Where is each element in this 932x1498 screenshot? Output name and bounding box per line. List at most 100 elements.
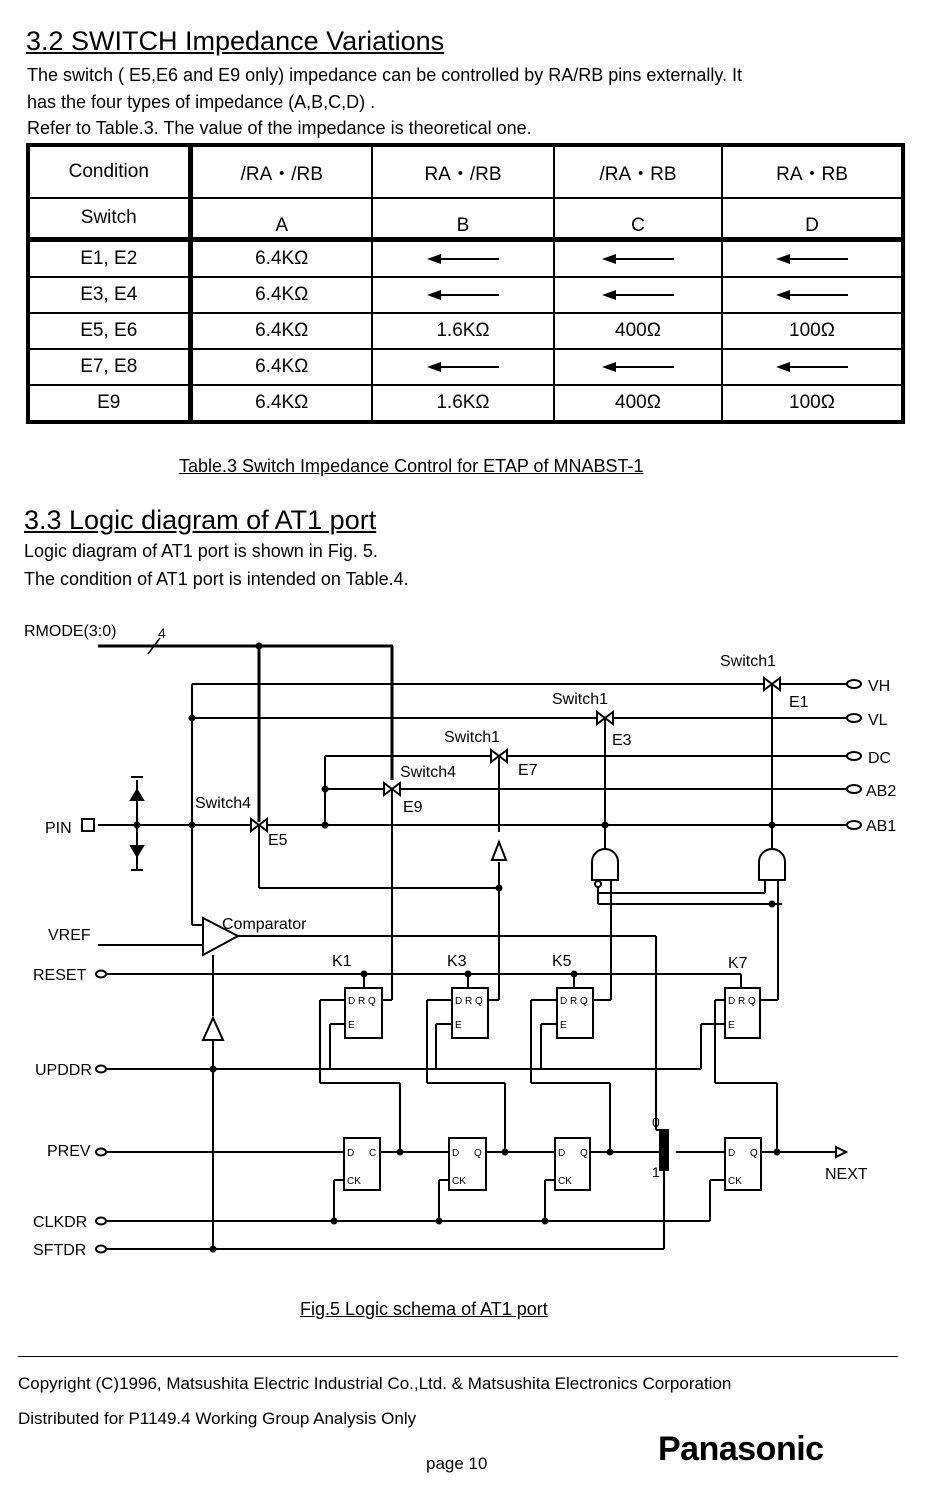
- label-prev: PREV: [47, 1143, 91, 1160]
- header-switch: Switch: [27, 197, 193, 242]
- label-mux-1: 1: [652, 1164, 660, 1180]
- flipflop-1: [343, 1137, 381, 1191]
- latch-k3: [451, 987, 489, 1039]
- ff-pin-q: C: [369, 1148, 376, 1159]
- label-mux-0: 0: [652, 1114, 660, 1130]
- header-condition-a: /RA・/RB: [189, 144, 373, 199]
- label-upddr: UPDDR: [35, 1062, 92, 1079]
- ff-pin-d: D: [558, 1148, 565, 1159]
- flipflop-4: [724, 1137, 762, 1191]
- left-arrow-icon: [776, 254, 848, 264]
- same-as-left-arrow-icon: [721, 276, 904, 314]
- label-next: NEXT: [825, 1166, 868, 1183]
- label-k7: K7: [728, 955, 748, 972]
- section-3-3-line-1: Logic diagram of AT1 port is shown in Fi…: [24, 541, 378, 561]
- table-caption: Table.3 Switch Impedance Control for ETA…: [179, 456, 644, 476]
- and-gate-1: [591, 848, 619, 881]
- ff-pin-ck: CK: [728, 1176, 742, 1187]
- switch-e5-symbol: [250, 817, 268, 833]
- left-arrow-icon: [427, 362, 499, 372]
- panasonic-logo: Panasonic: [658, 1430, 824, 1468]
- latch-pin-r: R: [738, 996, 745, 1007]
- label-e1: E1: [789, 694, 809, 711]
- label-switch-e7: Switch1: [444, 729, 500, 746]
- label-e9: E9: [403, 799, 423, 816]
- latch-pin-e: E: [728, 1020, 735, 1031]
- same-as-left-arrow-icon: [721, 238, 904, 278]
- table-switch-row: Switch A B C D: [27, 197, 904, 242]
- ff-pin-ck: CK: [452, 1176, 466, 1187]
- same-as-left-arrow-icon: [371, 276, 555, 314]
- latch-pin-q: Q: [580, 996, 588, 1007]
- flipflop-3: [554, 1137, 591, 1191]
- impedance-cell: 6.4KΩ: [189, 348, 373, 386]
- impedance-cell: 6.4KΩ: [189, 312, 373, 350]
- latch-k7: [724, 987, 761, 1039]
- latch-pin-r: R: [358, 996, 365, 1007]
- ff-pin-d: D: [728, 1148, 735, 1159]
- same-as-left-arrow-icon: [553, 276, 723, 314]
- impedance-cell: 400Ω: [553, 384, 723, 423]
- impedance-cell: 6.4KΩ: [189, 384, 373, 423]
- latch-pin-d: D: [728, 996, 735, 1007]
- page-number: page 10: [426, 1454, 488, 1473]
- switch-cell: E9: [27, 384, 193, 423]
- figure-caption: Fig.5 Logic schema of AT1 port: [300, 1299, 548, 1319]
- label-dc: DC: [868, 750, 891, 767]
- and-gate-2: [758, 848, 786, 881]
- left-arrow-icon: [602, 362, 674, 372]
- label-k1: K1: [332, 953, 352, 970]
- switch-e7-symbol: [490, 748, 508, 764]
- switch-cell: E3, E4: [27, 276, 193, 314]
- inverter-e7: [490, 839, 508, 861]
- latch-k1: [344, 987, 383, 1039]
- label-e7: E7: [518, 762, 538, 779]
- section-3-3-line-2: The condition of AT1 port is intended on…: [24, 569, 409, 589]
- footer-copyright: Copyright (C)1996, Matsushita Electric I…: [18, 1374, 732, 1393]
- same-as-left-arrow-icon: [553, 238, 723, 278]
- and-gate-1-inverted-input: [594, 880, 602, 888]
- header-condition: Condition: [27, 144, 193, 199]
- impedance-cell: 1.6KΩ: [371, 312, 555, 350]
- latch-pin-r: R: [465, 996, 472, 1007]
- switch-cell: E5, E6: [27, 312, 193, 350]
- left-arrow-icon: [427, 290, 499, 300]
- header-condition-c: /RA・RB: [553, 144, 723, 199]
- latch-pin-e: E: [560, 1020, 567, 1031]
- flipflop-2: [448, 1137, 487, 1191]
- section-3-3-heading: 3.3 Logic diagram of AT1 port: [24, 505, 377, 535]
- same-as-left-arrow-icon: [721, 348, 904, 386]
- ff-pin-ck: CK: [347, 1176, 361, 1187]
- section-3-2-line-3: Refer to Table.3. The value of the imped…: [27, 118, 532, 138]
- header-condition-d: RA・RB: [721, 144, 904, 199]
- left-arrow-icon: [602, 290, 674, 300]
- impedance-cell: 100Ω: [721, 312, 904, 350]
- latch-pin-e: E: [348, 1020, 355, 1031]
- header-condition-b: RA・/RB: [371, 144, 555, 199]
- latch-pin-d: D: [455, 996, 462, 1007]
- table-condition-row: Condition /RA・/RB RA・/RB /RA・RB RA・RB: [27, 144, 904, 199]
- impedance-cell: 100Ω: [721, 384, 904, 423]
- section-3-2-line-2: has the four types of impedance (A,B,C,D…: [27, 92, 376, 112]
- latch-pin-d: D: [560, 996, 567, 1007]
- latch-pin-q: Q: [748, 996, 756, 1007]
- label-k5: K5: [552, 953, 572, 970]
- section-3-2-heading: 3.2 SWITCH Impedance Variations: [26, 26, 445, 56]
- pin-pad: [81, 818, 95, 832]
- latch-pin-r: R: [570, 996, 577, 1007]
- left-arrow-icon: [776, 362, 848, 372]
- ff-pin-ck: CK: [558, 1176, 572, 1187]
- logic-diagram: RMODE(3:0) 4 PIN VREF RESET UPDDR PREV C…: [24, 623, 896, 1259]
- ff-pin-q: Q: [474, 1148, 482, 1159]
- impedance-cell: 1.6KΩ: [371, 384, 555, 423]
- label-ab2: AB2: [866, 783, 896, 800]
- latch-pin-q: Q: [368, 996, 376, 1007]
- header-type-d: D: [721, 197, 904, 242]
- switch-e1-symbol: [763, 676, 781, 692]
- header-type-b: B: [371, 197, 555, 242]
- label-pin: PIN: [45, 820, 72, 837]
